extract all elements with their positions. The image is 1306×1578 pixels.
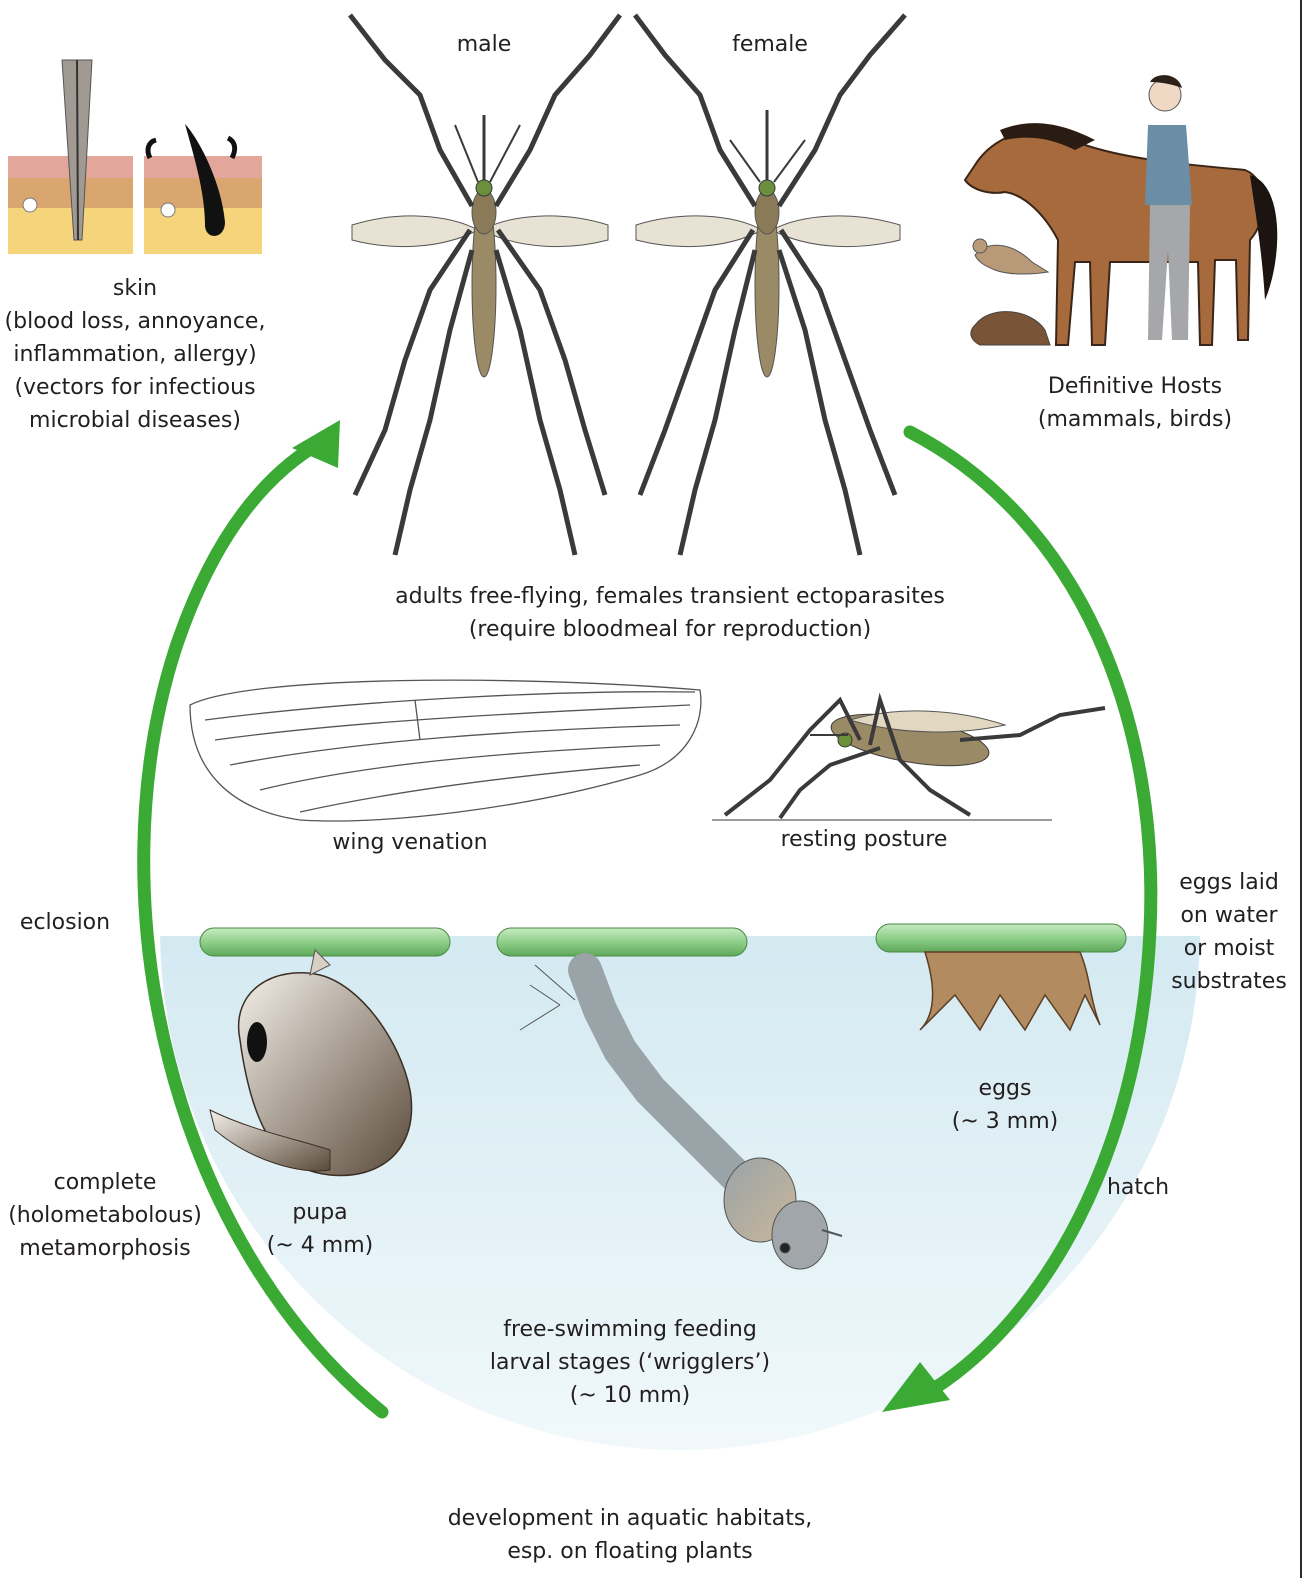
label-resting-posture: resting posture [760, 823, 968, 856]
floating-plants [200, 924, 1126, 956]
stem-left [200, 928, 450, 956]
label-wing-venation: wing venation [310, 826, 510, 859]
label-female: female [720, 28, 820, 61]
label-definitive-hosts: Definitive Hosts (mammals, birds) [1025, 370, 1245, 436]
female-mosquito [635, 15, 905, 555]
label-larva: free-swimming feeding larval stages (‘wr… [460, 1313, 800, 1412]
label-pupa: pupa (~ 4 mm) [255, 1196, 385, 1262]
skin-illustration [8, 60, 262, 254]
label-eggs: eggs (~ 3 mm) [940, 1072, 1070, 1138]
resting-mosquito-illustration [712, 700, 1105, 820]
label-male: male [440, 28, 528, 61]
stem-middle [497, 928, 747, 956]
label-skin: skin (blood loss, annoyance, inflammatio… [0, 272, 270, 437]
male-mosquito [350, 15, 620, 555]
label-eclosion: eclosion [10, 906, 120, 939]
label-hatch: hatch [1100, 1171, 1176, 1204]
label-metamorphosis: complete (holometabolous) metamorphosis [0, 1166, 210, 1265]
host-illustration [965, 75, 1277, 345]
label-development: development in aquatic habitats, esp. on… [420, 1502, 840, 1568]
stem-right [876, 924, 1126, 952]
wing-venation-illustration [190, 680, 701, 821]
label-adults: adults free-flying, females transient ec… [330, 580, 1010, 646]
frame-right-edge [1300, 0, 1302, 1578]
label-eggs-laid: eggs laid on water or moist substrates [1168, 866, 1290, 998]
